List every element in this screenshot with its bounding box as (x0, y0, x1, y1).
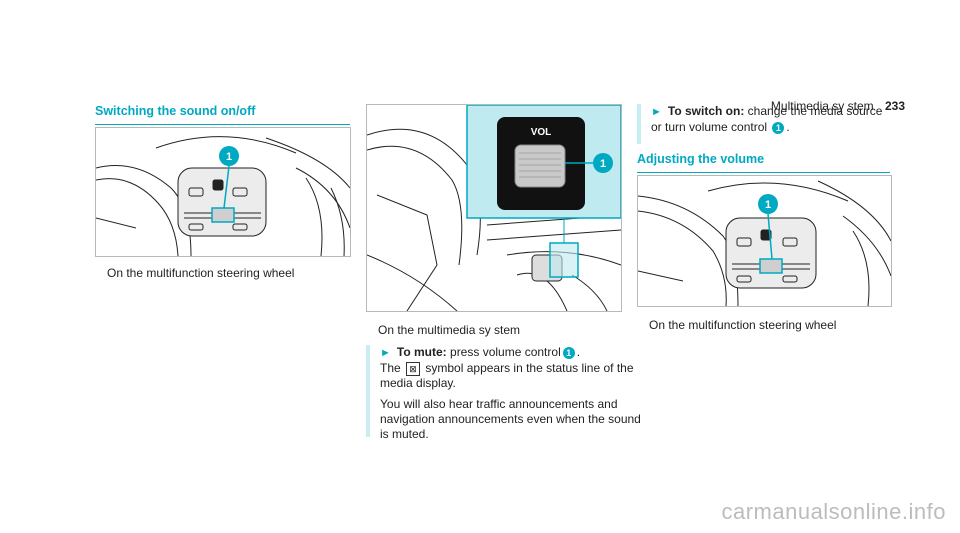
step-arrow-icon: ► (380, 347, 391, 359)
steering-wheel-illustration-volume: 1 (638, 180, 891, 306)
figure-steering-wheel-mute: 1 (95, 127, 351, 257)
step-text-mute: press volume control (450, 345, 561, 359)
callout-1-mid: 1 (600, 158, 606, 170)
mute-symbol-icon: ⊠ (406, 361, 421, 376)
steering-wheel-illustration: 1 (96, 136, 350, 256)
figure-multimedia-system: VOL 1 (366, 104, 622, 312)
section-title-sound: Switching the sound on/off (95, 104, 350, 125)
watermark: carmanualsonline.info (721, 499, 946, 524)
num-badge-1: 1 (562, 346, 575, 359)
step-lead-mute: To mute: (396, 345, 447, 359)
vol-label: VOL (531, 127, 552, 138)
page-number: 233 (884, 99, 905, 113)
callout-1: 1 (226, 151, 232, 163)
caption-steering-wheel-volume: On the multifunction steering wheel (649, 318, 837, 332)
figure-steering-wheel-volume: 1 (637, 175, 892, 307)
num-badge-1: 1 (772, 121, 785, 134)
step-arrow-icon: ► (651, 106, 662, 118)
dashboard-illustration: VOL 1 (367, 105, 621, 311)
caption-multimedia: On the multimedia sy stem (378, 323, 521, 337)
mute-note: You will also hear traffic announcements… (380, 397, 641, 441)
page-header: Multimedia sy stem 233 (771, 99, 905, 113)
step-text-switch-on: change the media source or turn volume c… (651, 104, 883, 134)
section-title-volume: Adjusting the volume (637, 152, 890, 173)
callout-1-right: 1 (765, 199, 771, 211)
header-section: Multimedia sy stem (770, 99, 874, 113)
step-lead-switch-on: To switch on: (667, 104, 745, 118)
switch-on-instructions: ► To switch on: change the media source o… (637, 104, 891, 144)
caption-steering-wheel: On the multifunction steering wheel (107, 266, 295, 280)
